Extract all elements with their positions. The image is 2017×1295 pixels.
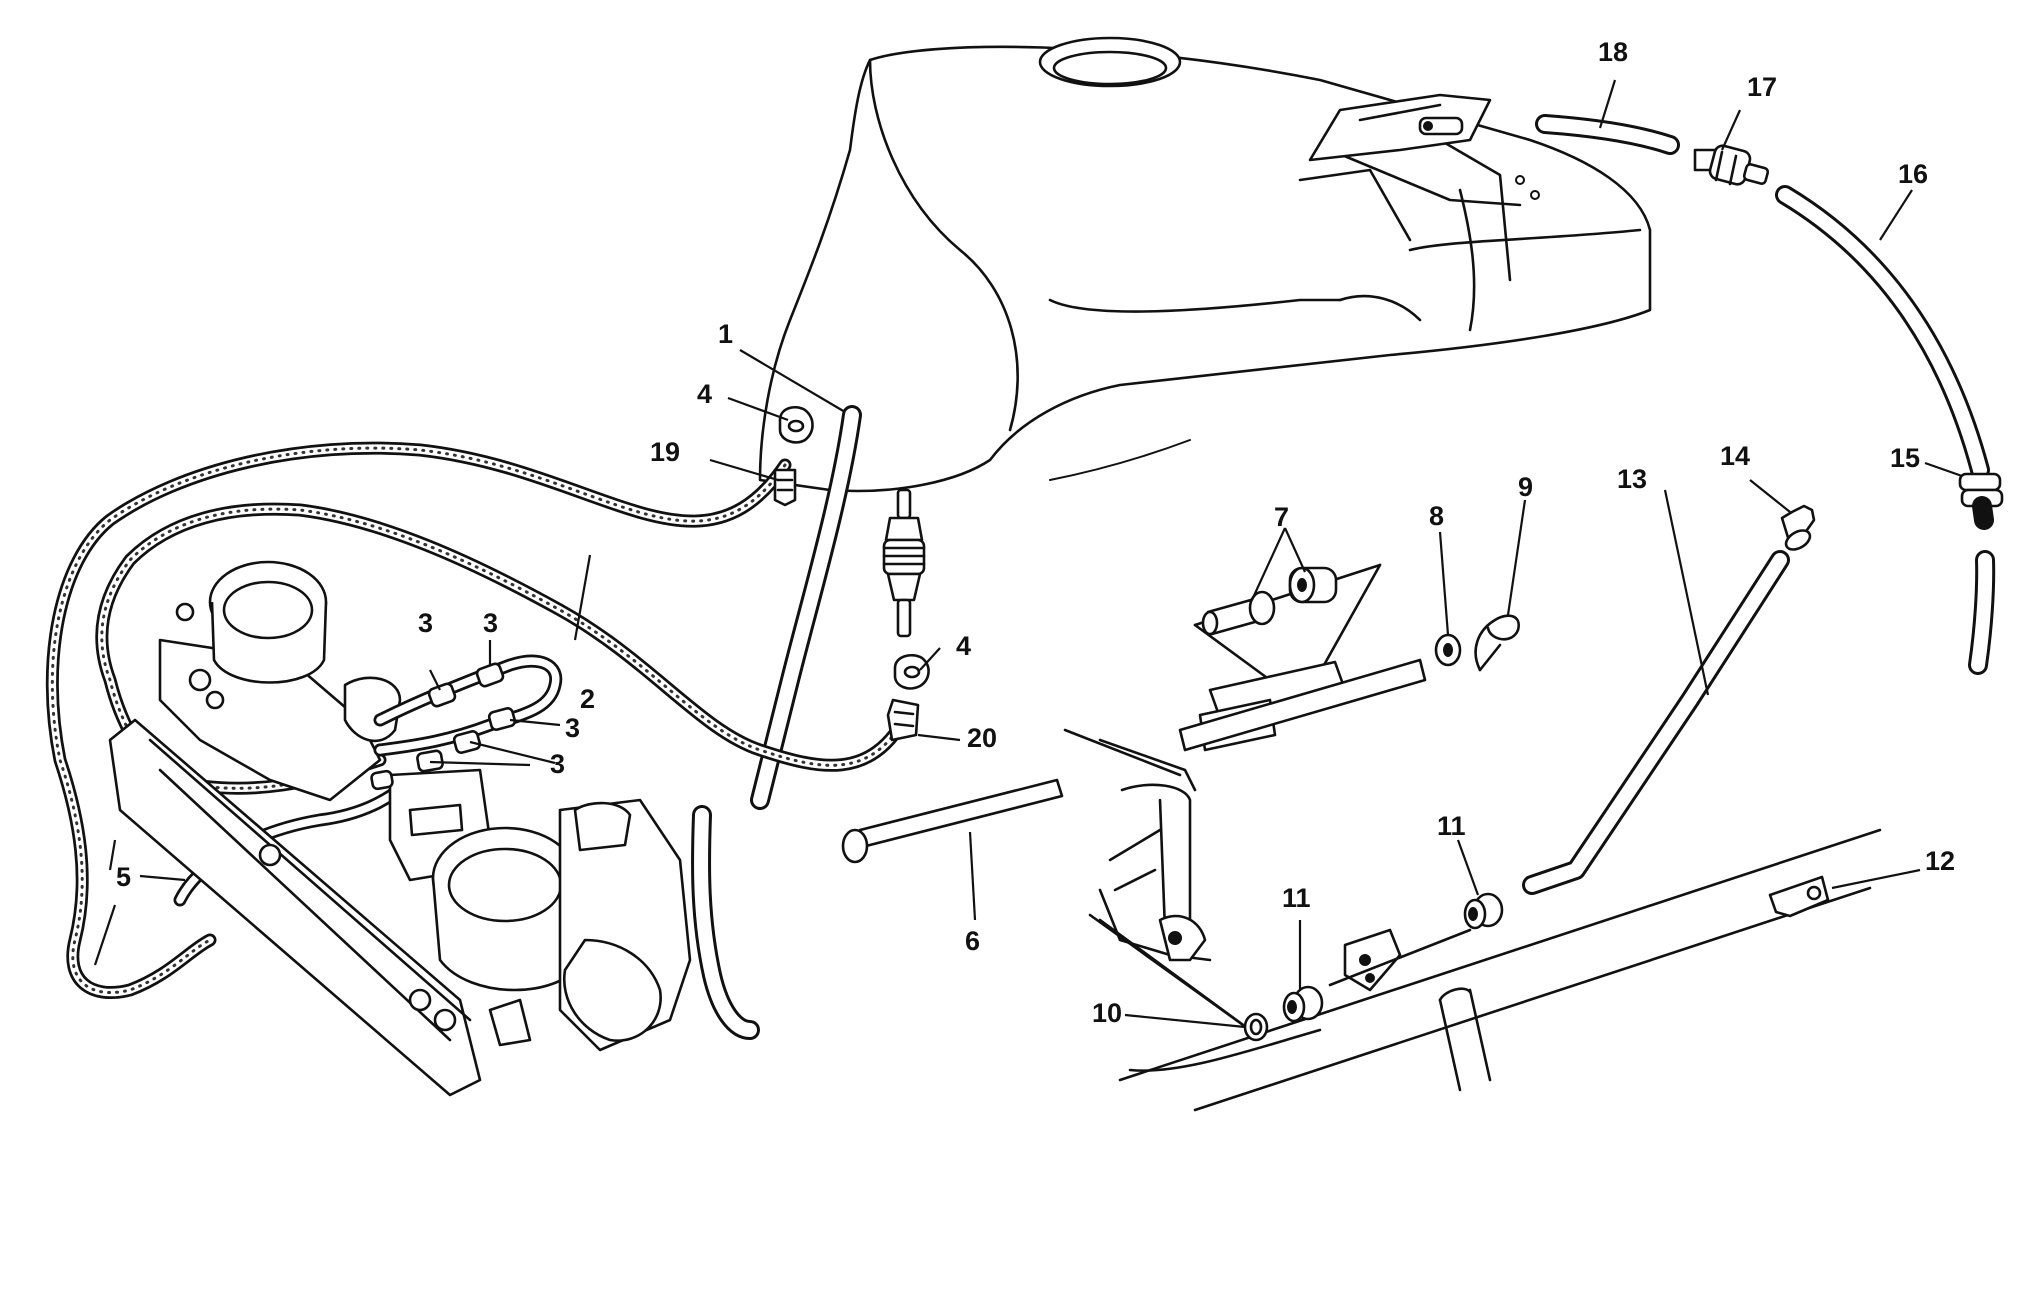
fuel-hose-1 [691,405,862,1040]
callout-4-lower: 4 [956,631,971,661]
callout-6: 6 [965,926,980,956]
rod-cap-14 [1780,504,1816,551]
tank-prop-rod-13 [1522,550,1790,895]
callout-20: 20 [967,723,997,753]
callout-3-d: 3 [550,749,565,779]
breather-valve-17 [1693,144,1770,186]
callout-labels: 1 2 3 3 3 3 4 4 5 6 7 8 9 10 11 11 12 13… [116,37,1955,1028]
circlip-10 [1243,1012,1269,1042]
pivot-bushing-7a [1201,590,1276,636]
hose-clip-4-upper [778,406,814,444]
fuel-filter [882,488,926,638]
callout-11-lower: 11 [1282,883,1311,913]
callout-3-a: 3 [418,608,433,638]
callout-14: 14 [1720,441,1750,471]
hose-end-19 [773,468,797,507]
hose-end-20 [886,698,920,742]
callout-11-upper: 11 [1437,811,1466,841]
rubber-mount-11b [1463,892,1504,930]
tank-support-bracket [1328,928,1472,992]
fuel-tank [758,36,1652,493]
callout-17: 17 [1747,72,1777,102]
callout-10: 10 [1092,998,1122,1028]
washer-8 [1434,633,1462,667]
callout-3-b: 3 [483,608,498,638]
callout-4-upper: 4 [697,379,712,409]
rubber-mount-11a [1282,985,1324,1023]
throttle-body-assembly [108,560,692,1097]
rod-clip-12 [1768,875,1830,918]
callout-8: 8 [1429,501,1444,531]
retaining-clip-9 [1474,614,1520,672]
callout-7: 7 [1274,502,1289,532]
leader-lines [93,79,1963,1029]
callout-12: 12 [1925,846,1955,876]
callout-15: 15 [1890,443,1920,473]
callout-19: 19 [650,437,680,467]
pivot-pin-6 [841,658,1427,864]
callout-18: 18 [1598,37,1628,67]
hose-clamp-15 [1958,472,2004,530]
hose-fittings-3 [370,662,517,791]
callout-16: 16 [1898,159,1928,189]
callout-13: 13 [1617,464,1647,494]
breather-hose-lower [1968,550,1996,675]
breather-hose-18 [1535,114,1680,155]
pivot-bushing-7b [1288,566,1338,604]
callout-2: 2 [580,684,595,714]
callout-5: 5 [116,862,131,892]
callout-9: 9 [1518,472,1533,502]
tank-breather-fitting [1418,116,1464,136]
hose-clip-4-lower [893,654,930,690]
breather-hose-16 [1775,185,1990,480]
frame-section [1063,728,1882,1112]
callout-3-c: 3 [565,713,580,743]
callout-1: 1 [718,319,733,349]
fuel-rail-2 [373,654,563,757]
